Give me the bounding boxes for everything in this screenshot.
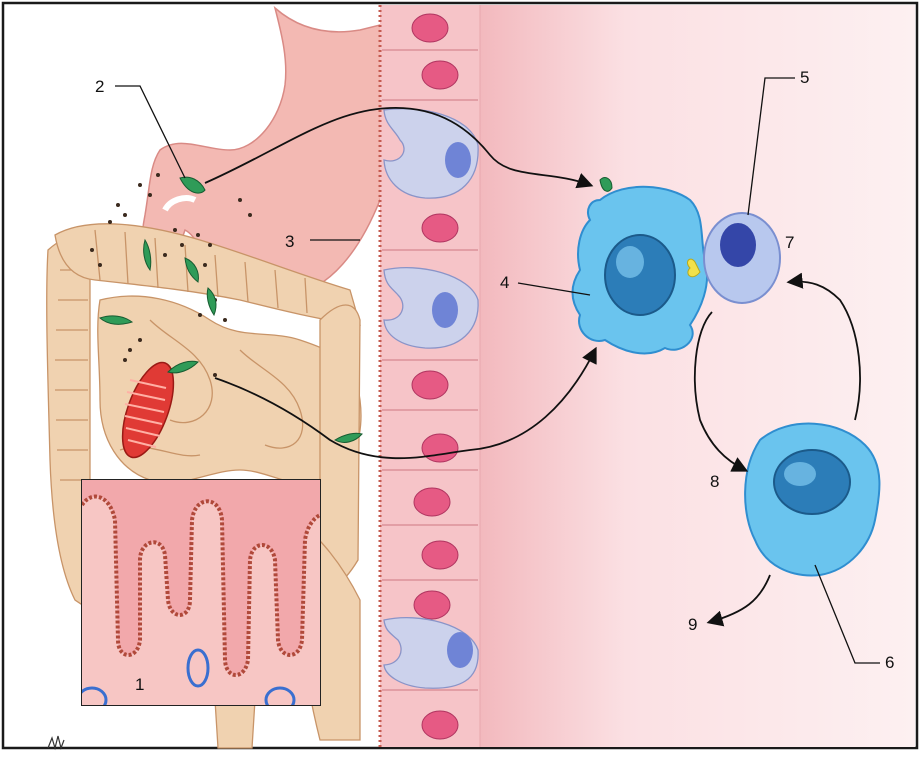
dendritic-cell [573, 178, 708, 354]
intestinal-epithelium [380, 5, 480, 747]
activated-lymphocyte [745, 424, 879, 576]
label-9: 9 [688, 615, 697, 634]
label-5: 5 [800, 68, 809, 87]
label-2: 2 [95, 77, 104, 96]
villi-inset [78, 480, 320, 712]
label-7: 7 [785, 233, 794, 252]
lamina-propria-background [470, 5, 915, 747]
label-1: 1 [135, 675, 144, 694]
label-8: 8 [710, 472, 719, 491]
label-3: 3 [285, 232, 294, 251]
label-6: 6 [885, 653, 894, 672]
label-4: 4 [500, 273, 509, 292]
